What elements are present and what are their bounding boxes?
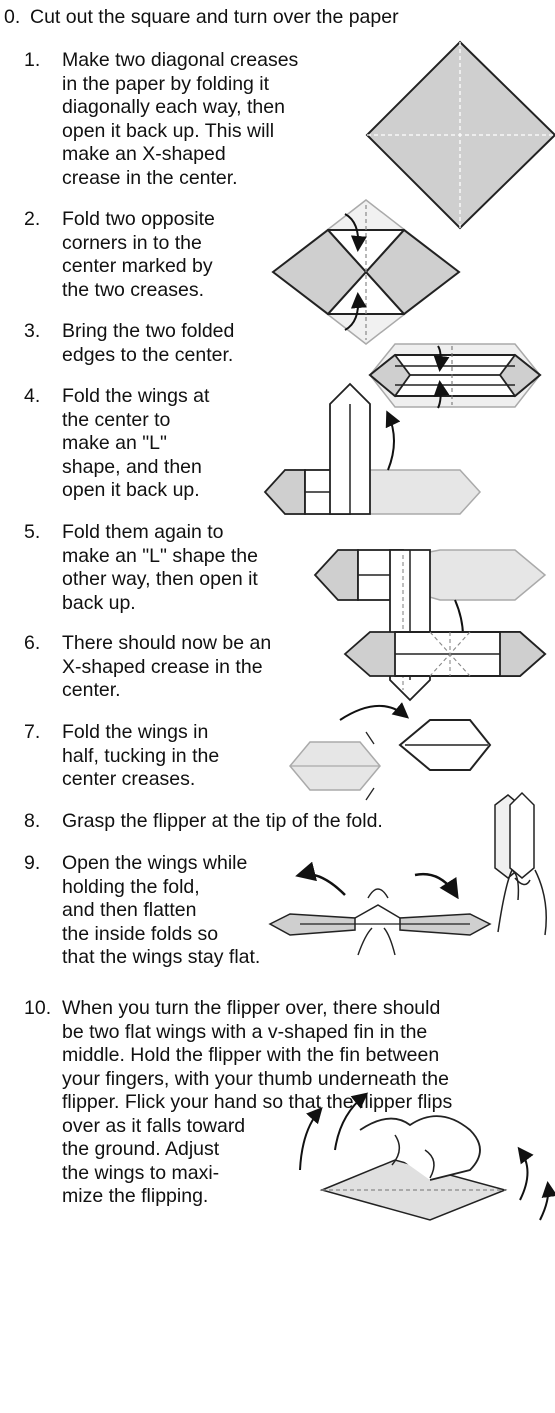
wings-half-diagram: [290, 706, 490, 800]
open-wings-diagram: [270, 874, 490, 955]
square-diagram-shape: [367, 42, 555, 228]
grasp-hand-diagram: [495, 793, 546, 935]
x-crease-diagram: [345, 632, 545, 676]
corners-fold-diagram: [273, 200, 459, 344]
edges-fold-diagram: [370, 344, 540, 408]
flick-hand-diagram: [300, 1095, 548, 1220]
l-fold-down-diagram: [315, 550, 545, 700]
